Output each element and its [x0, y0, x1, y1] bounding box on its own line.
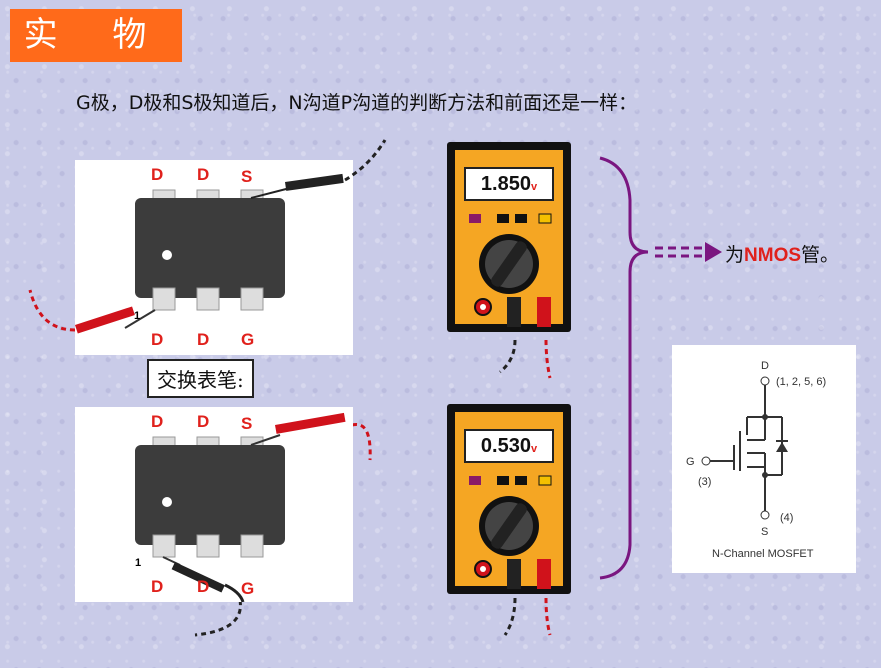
gate-label: G: [686, 456, 695, 468]
pin-label-bottom-1: D: [151, 330, 164, 349]
source-label: S: [761, 526, 768, 538]
schematic-caption: N-Channel MOSFET: [712, 548, 814, 560]
pin-label-bottom-3: G: [241, 330, 255, 349]
pin-label-top-3: S: [241, 167, 253, 186]
meter-unit: v: [530, 181, 538, 193]
result-suffix: 管。: [801, 244, 840, 266]
arrow-icon: [705, 242, 722, 262]
meter-controls-top: [469, 213, 552, 327]
pin-label-top-1: D: [151, 412, 164, 431]
chip-panel-bottom: D D S D D G 1: [75, 407, 353, 603]
meter-value: 0.530: [480, 435, 531, 457]
meter-display-top: 1.850v: [464, 167, 554, 201]
meter-controls-bottom: [469, 475, 552, 589]
pin-label-bottom-3: G: [241, 579, 255, 598]
drain-pins: (1, 2, 5, 6): [776, 376, 826, 388]
pin-label-top-2: D: [197, 412, 210, 431]
bracket: [599, 156, 649, 580]
pin1-mark: 1: [135, 557, 142, 569]
pin-label-bottom-2: D: [197, 577, 210, 596]
pin1-dot: [162, 250, 172, 260]
multimeter-bottom: 0.530v: [447, 404, 571, 594]
mosfet-symbol: D (1, 2, 5, 6) G (3) S (4) N-Channel MOS…: [686, 360, 826, 560]
pin1-mark: 1: [134, 310, 141, 322]
chip-drawing-top: [75, 173, 344, 334]
chip-panel-top: D D S D D G 1: [75, 160, 353, 355]
pin-label-bottom-2: D: [197, 330, 210, 349]
pin-label-bottom-1: D: [151, 577, 164, 596]
result-text: 为NMOS管。: [725, 240, 839, 267]
intro-text: G极，D极和S极知道后，N沟道P沟道的判断方法和前面还是一样：: [76, 92, 638, 114]
result-highlight: NMOS: [744, 245, 802, 266]
pin-label-top-1: D: [151, 165, 164, 184]
swap-probes-label: 交换表笔:: [147, 359, 254, 398]
chip-drawing-bottom: [135, 412, 346, 603]
meter-display-bottom: 0.530v: [464, 429, 554, 463]
schematic-panel: D (1, 2, 5, 6) G (3) S (4) N-Channel MOS…: [672, 345, 856, 573]
slide-title: 实 物: [10, 9, 182, 62]
source-pin: (4): [780, 512, 793, 524]
meter-unit: v: [530, 443, 538, 455]
pin-label-top-2: D: [197, 165, 210, 184]
drain-label: D: [761, 360, 769, 372]
multimeter-top: 1.850v: [447, 142, 571, 332]
result-prefix: 为: [725, 244, 745, 266]
gate-pin: (3): [698, 476, 711, 488]
meter-value: 1.850: [480, 173, 531, 195]
pin-label-top-3: S: [241, 414, 253, 433]
